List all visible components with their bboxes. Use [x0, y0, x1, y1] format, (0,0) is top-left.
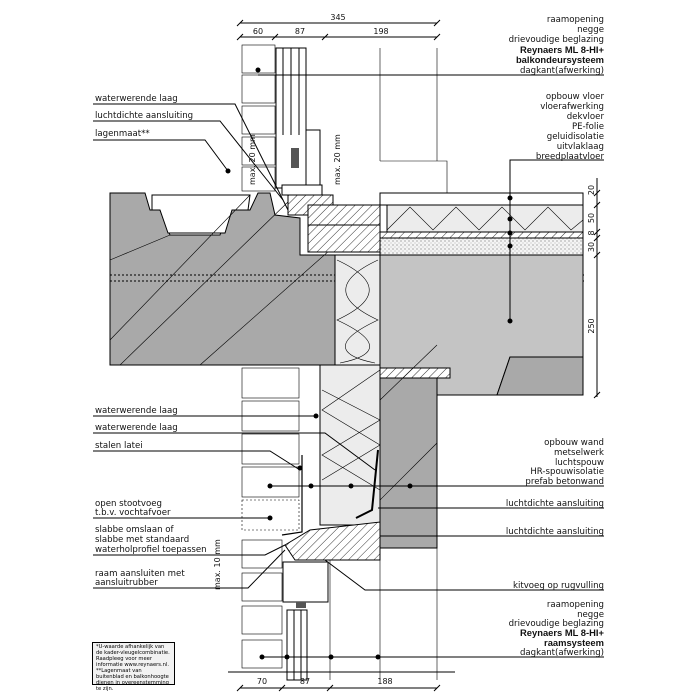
label-system-type-top: balkondeursysteem	[516, 54, 604, 65]
label-dagkant-top: dagkant(afwerking)	[520, 66, 604, 76]
bottom-dimensions: 70 87 188	[236, 677, 441, 692]
label-system-type-bottom: raamsysteem	[544, 637, 604, 648]
dim-right-20: 20	[587, 185, 596, 195]
labels-left: waterwerende laag luchtdichte aansluitin…	[93, 94, 376, 589]
label-airtight-1: luchtdichte aansluiting	[506, 499, 604, 509]
dim-part-3: 198	[373, 27, 388, 36]
label-slab: breedplaatvloer	[536, 152, 605, 162]
right-dimensions: 20 50 8 30 250	[587, 178, 601, 399]
label-water-barrier-1: waterwerende laag	[95, 94, 178, 104]
dim-right-250: 250	[587, 318, 596, 333]
window-head-sill	[284, 449, 381, 561]
dim-bottom-3: 188	[377, 677, 392, 686]
upper-window-frame	[275, 47, 448, 196]
dim-bottom-2: 87	[300, 677, 310, 686]
max-label-lower: max. 10 mm	[213, 539, 222, 590]
label-glazing-top: drievoudige beglazing	[509, 35, 604, 45]
leader-dots	[225, 67, 513, 660]
label-sealant: kitvoeg op rugvulling	[513, 581, 604, 591]
label-open-joint-2: t.b.v. vochtafvoer	[95, 508, 171, 518]
max-label-upper-left: max. 20 mm	[248, 134, 257, 185]
label-steel-lintel: stalen latei	[95, 441, 143, 451]
label-flashing-3: waterholprofiel toepassen	[95, 545, 207, 555]
label-open-joint-1: open stootvoeg	[95, 499, 162, 509]
label-negge-bottom: negge	[577, 610, 604, 620]
lower-window-frame	[228, 548, 455, 681]
label-window-rubber-2: aansluitrubber	[95, 578, 158, 588]
label-flashing-2: slabbe met standaard	[95, 535, 189, 545]
label-leveling-layer: uitvlaklaag	[557, 142, 604, 152]
labels-right: raamopening negge drievoudige beglazing …	[258, 15, 605, 658]
lower-brick-wall	[241, 367, 303, 669]
label-window-rubber-1: raam aansluiten met	[95, 569, 185, 579]
label-water-barrier-2: waterwerende laag	[95, 406, 178, 416]
dim-right-50: 50	[587, 213, 596, 223]
label-floor-finish: vloerafwerking	[540, 102, 604, 112]
label-masonry: metselwerk	[554, 448, 604, 458]
footnote-box: *U-waarde afhankelijk van de kader-vleug…	[92, 642, 175, 692]
timber-blocks	[287, 194, 381, 253]
label-cavity-insulation: HR-spouwisolatie	[530, 467, 604, 477]
label-system-name-bottom: Reynaers ML 8-HI+	[520, 627, 605, 638]
label-glazing-bottom: drievoudige beglazing	[509, 619, 604, 629]
top-dimensions: 345 60 87 198	[236, 13, 441, 41]
label-airtight-top: luchtdichte aansluiting	[95, 111, 193, 121]
balcony-slab	[109, 192, 585, 366]
dim-right-30: 30	[587, 242, 596, 252]
label-flashing-1: slabbe omslaan of	[95, 525, 175, 535]
dim-part-2: 87	[295, 27, 305, 36]
label-prefab-wall: prefab betonwand	[525, 477, 604, 487]
prefab-concrete-wall	[379, 344, 451, 549]
label-airtight-2: luchtdichte aansluiting	[506, 527, 604, 537]
label-layer-size: lagenmaat**	[95, 129, 150, 139]
label-sound-insulation: geluidisolatie	[547, 132, 604, 142]
cavity-insulation	[319, 254, 381, 526]
label-pe-foil: PE-folie	[572, 122, 604, 132]
dim-part-1: 60	[253, 27, 263, 36]
label-wall-buildup: opbouw wand	[544, 438, 604, 448]
label-floor-buildup: opbouw vloer	[546, 92, 605, 102]
label-raamopening-top: raamopening	[547, 15, 604, 25]
dim-bottom-1: 70	[257, 677, 267, 686]
floor-buildup	[379, 192, 584, 396]
dim-total: 345	[330, 13, 345, 22]
dim-right-8: 8	[587, 230, 596, 235]
label-water-barrier-3: waterwerende laag	[95, 423, 178, 433]
label-air-cavity: luchtspouw	[555, 458, 604, 468]
label-negge-top: negge	[577, 25, 604, 35]
label-dagkant-bottom: dagkant(afwerking)	[520, 648, 604, 658]
label-system-name-top: Reynaers ML 8-HI+	[520, 44, 605, 55]
max-label-upper-right: max. 20 mm	[333, 134, 342, 185]
label-raamopening-bottom: raamopening	[547, 600, 604, 610]
label-screed: dekvloer	[567, 112, 605, 122]
